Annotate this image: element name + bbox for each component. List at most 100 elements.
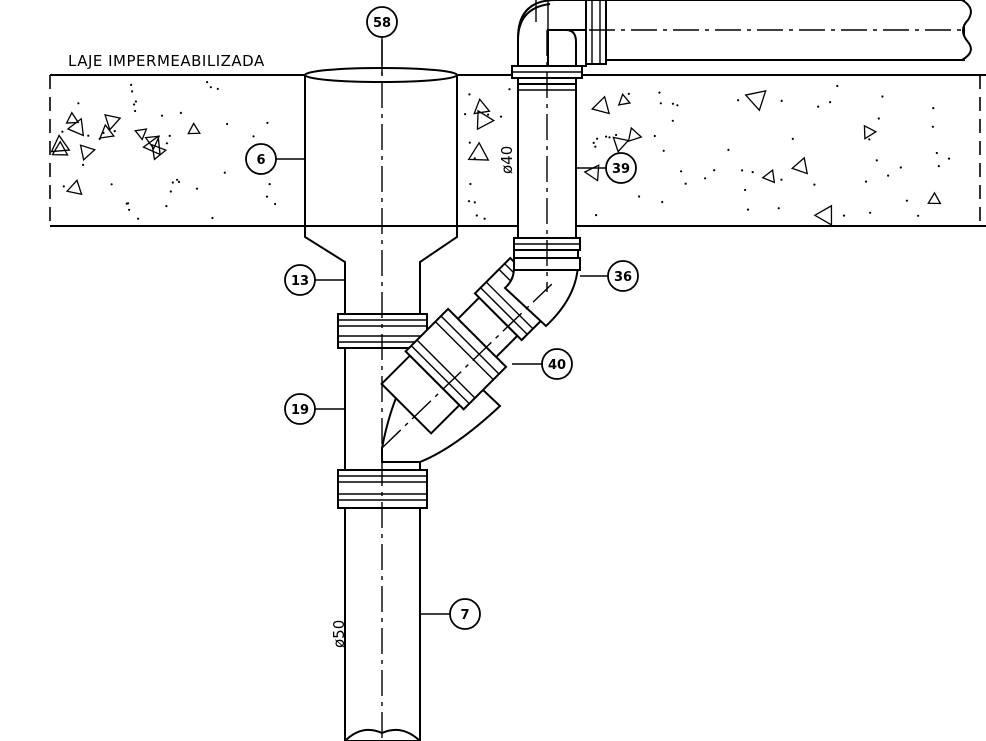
aggregate-dot [266, 121, 269, 124]
aggregate-triangle [473, 97, 491, 115]
aggregate-dot [131, 90, 134, 93]
aggregate-dot [274, 202, 277, 206]
aggregate-dot [661, 200, 664, 204]
callout-7: 7 [449, 598, 481, 630]
aggregate-dot [905, 199, 909, 202]
aggregate-dot [595, 214, 598, 217]
aggregate-dot [780, 99, 783, 102]
aggregate-dot [817, 105, 820, 108]
callout-13: 13 [284, 264, 316, 296]
aggregate-triangle [790, 156, 809, 175]
aggregate-dot [469, 182, 472, 186]
aggregate-dot [836, 84, 839, 88]
aggregate-dot [842, 214, 846, 217]
aggregate-triangle [51, 140, 69, 156]
aggregate-triangle [761, 168, 776, 184]
aggregate-dot [169, 190, 172, 193]
aggregate-triangle [50, 134, 71, 153]
aggregate-triangle [744, 90, 767, 112]
main-pipe-diameter: ø50 [330, 620, 348, 648]
aggregate-dot [473, 157, 476, 160]
aggregate-dot [935, 151, 938, 155]
aggregate-dot [165, 142, 168, 145]
callout-6-label: 6 [256, 153, 265, 168]
aggregate-dot [165, 205, 168, 208]
aggregate-dot [658, 91, 661, 94]
aggregate-dot [829, 101, 832, 104]
aggregate-dot [638, 195, 641, 198]
aggregate-triangle [79, 144, 96, 162]
top-elbow-horizontal-pipe [517, 0, 972, 67]
aggregate-dot [508, 88, 511, 91]
aggregate-dot [475, 214, 478, 217]
aggregate-dot [130, 83, 133, 86]
aggregate-dot [468, 93, 471, 96]
aggregate-dot [653, 134, 656, 138]
aggregate-triangle [65, 178, 83, 196]
aggregate-dot [662, 149, 665, 152]
aggregate-dot [177, 180, 181, 183]
aggregate-triangle [99, 123, 116, 139]
aggregate-dot [211, 216, 214, 220]
aggregate-dot [82, 163, 85, 166]
aggregate-dot [133, 103, 136, 106]
aggregate-dot [171, 181, 174, 184]
aggregate-dot [680, 170, 683, 173]
reducer-fitting [304, 225, 458, 315]
aggregate-dot [464, 113, 467, 116]
aggregate-dot [777, 207, 780, 210]
aggregate-dot [605, 135, 608, 138]
aggregate-dot [592, 141, 595, 144]
aggregate-dot [659, 102, 662, 105]
aggregate-dot [467, 200, 471, 203]
aggregate-dot [176, 178, 179, 181]
aggregate-dot [134, 109, 137, 113]
aggregate-dot [594, 145, 597, 148]
aggregate-triangle [813, 204, 833, 226]
aggregate-dot [61, 130, 64, 133]
aggregate-dot [87, 134, 90, 137]
aggregate-dot [468, 141, 471, 144]
aggregate-dot [223, 171, 226, 174]
aggregate-dot [813, 183, 816, 186]
aggregate-dot [483, 217, 486, 220]
concrete-aggregate-hatch [50, 81, 951, 226]
aggregate-dot [252, 135, 255, 138]
callout-36-label: 36 [614, 270, 632, 285]
aggregate-dot [737, 99, 740, 102]
callout-58: 58 [366, 6, 398, 38]
aggregate-dot [684, 182, 687, 185]
aggregate-dot [780, 178, 783, 181]
aggregate-dot [869, 211, 872, 214]
callout-19-label: 19 [291, 403, 309, 418]
aggregate-triangle [476, 109, 496, 131]
aggregate-triangle [583, 164, 600, 182]
aggregate-dot [875, 159, 878, 162]
aggregate-dot [865, 180, 868, 183]
aggregate-dot [62, 185, 65, 188]
aggregate-dot [937, 165, 940, 168]
aggregate-dot [77, 102, 80, 105]
callout-13-label: 13 [291, 274, 309, 289]
aggregate-dot [487, 113, 490, 116]
aggregate-triangle [627, 126, 643, 143]
aggregate-dot [226, 122, 229, 126]
aggregate-dot [265, 195, 269, 198]
aggregate-dot [160, 114, 164, 117]
aggregate-dot [713, 169, 716, 172]
callout-leaders [276, 37, 608, 615]
callout-7-label: 7 [460, 608, 469, 623]
aggregate-triangle [927, 191, 942, 205]
aggregate-triangle [612, 136, 630, 154]
aggregate-triangle [66, 117, 85, 137]
aggregate-dot [113, 130, 116, 133]
aggregate-dot [168, 134, 171, 137]
aggregate-dot [134, 100, 137, 103]
aggregate-dot [268, 183, 271, 186]
aggregate-triangle [65, 111, 80, 124]
aggregate-dot [704, 177, 707, 180]
aggregate-dot [741, 169, 744, 172]
branch-pipe-diameter: ø40 [498, 146, 516, 174]
aggregate-dot [137, 217, 140, 220]
aggregate-dot [932, 107, 935, 110]
